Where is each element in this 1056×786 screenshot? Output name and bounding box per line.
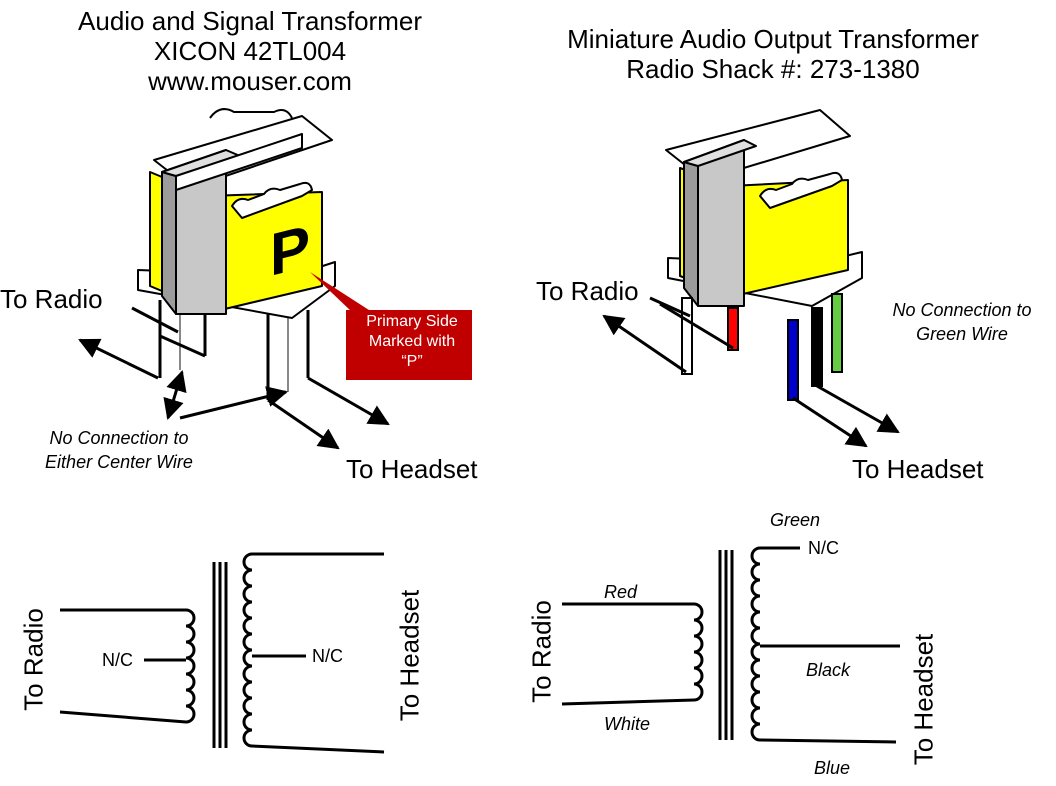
red-wire: [727, 307, 739, 351]
right-schematic-nc-label: N/C: [808, 538, 839, 558]
green-wire: [831, 293, 843, 373]
callout-line1: Primary Side: [366, 313, 458, 330]
radioshack-arrows: [602, 296, 900, 448]
callout-line2: Marked with: [368, 333, 456, 350]
right-schematic-black-label: Black: [806, 660, 851, 680]
xicon-title-line1: Audio and Signal Transformer: [78, 6, 422, 36]
left-schematic-nc-secondary: N/C: [312, 646, 343, 666]
left-schematic: [59, 552, 385, 754]
radioshack-title-line2: Radio Shack #: 273-1380: [626, 54, 920, 84]
right-schematic: [561, 546, 900, 744]
primary-callout-pointer: [310, 272, 372, 312]
xicon-arrows: [78, 306, 390, 450]
left-schematic-nc-primary: N/C: [102, 650, 133, 670]
left-schematic-to-headset: To Headset: [394, 589, 425, 722]
white-wire: [681, 297, 693, 375]
radioshack-title: Miniature Audio Output Transformer Radio…: [530, 24, 1016, 84]
xicon-transformer: [137, 108, 336, 400]
xicon-to-radio: To Radio: [0, 284, 103, 314]
radioshack-note-line1: No Connection to: [892, 300, 1032, 320]
radioshack-to-headset: To Headset: [852, 454, 984, 484]
right-schematic-white-label: White: [604, 714, 651, 734]
left-schematic-to-radio: To Radio: [18, 608, 49, 711]
radioshack-to-radio: To Radio: [536, 276, 639, 306]
blue-wire: [787, 319, 799, 401]
xicon-title: Audio and Signal Transformer XICON 42TL0…: [30, 6, 470, 96]
right-schematic-blue-label: Blue: [814, 758, 851, 778]
xicon-note-line2: Either Center Wire: [45, 452, 193, 472]
right-schematic-to-headset: To Headset: [908, 633, 939, 766]
xicon-note: No Connection to Either Center Wire: [26, 426, 212, 474]
radioshack-note: No Connection to Green Wire: [876, 298, 1048, 346]
callout-line3: “P”: [401, 353, 423, 370]
radioshack-title-line1: Miniature Audio Output Transformer: [567, 24, 979, 54]
xicon-note-line1: No Connection to: [49, 428, 189, 448]
xicon-to-headset: To Headset: [346, 454, 478, 484]
radioshack-transformer: [665, 109, 863, 307]
radioshack-note-line2: Green Wire: [916, 324, 1008, 344]
black-wire: [811, 307, 823, 387]
primary-callout-box: [346, 310, 472, 380]
coil-letter: P: [270, 212, 311, 289]
right-schematic-red-label: Red: [604, 582, 638, 602]
right-schematic-to-radio: To Radio: [526, 600, 557, 703]
xicon-title-line3: www.mouser.com: [148, 66, 352, 96]
right-schematic-green-label: Green: [770, 510, 821, 530]
primary-callout-text: Primary Side Marked with “P”: [350, 312, 474, 380]
xicon-title-line2: XICON 42TL004: [153, 36, 347, 66]
